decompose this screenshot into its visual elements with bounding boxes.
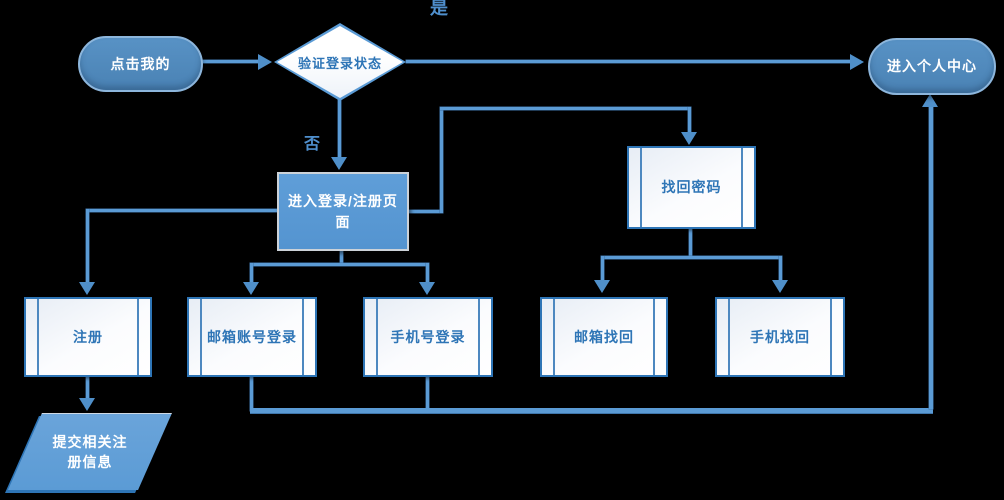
arrowhead-right-icon [258,54,272,70]
connector-login-split-bar [250,263,429,266]
connector-to-phone-login [426,263,429,284]
arrowhead-down-icon [594,280,610,293]
node-label: 进入登录/注册页面 [288,193,398,230]
connector-verify-to-personal-center [406,60,852,63]
connector-login-to-retrieve-3 [440,107,691,110]
connector-login-to-register-1 [87,209,279,212]
arrowhead-down-icon [243,282,259,295]
connector-register-to-submit [86,377,89,400]
node-label: 提交相关注册信息 [52,433,128,470]
arrowhead-up-icon [922,94,938,107]
node-register: 注册 [24,297,152,377]
node-phone-retrieve: 手机找回 [715,297,845,377]
connector-to-email-retrieve [601,256,604,282]
arrowhead-right-icon [850,54,864,70]
node-label: 手机找回 [750,328,810,345]
node-email-login: 邮箱账号登录 [187,297,317,377]
connector-to-phone-retrieve [779,256,782,282]
node-email-retrieve: 邮箱找回 [540,297,668,377]
node-label: 点击我的 [110,55,171,72]
node-personal-center: 进入个人中心 [868,38,996,95]
connector-email-login-down [250,377,253,411]
connector-bottom-bus [250,408,933,413]
connector-login-split-stem [340,251,343,266]
connector-login-to-register-2 [86,209,89,284]
arrowhead-down-icon [681,132,697,145]
node-label: 验证登录状态 [297,55,382,71]
node-phone-login: 手机号登录 [363,297,493,377]
node-label: 找回密码 [661,179,722,196]
edge-label-no: 否 [304,136,322,153]
node-label: 邮箱找回 [574,328,634,345]
connector-login-to-retrieve-1 [409,210,443,213]
arrowhead-down-icon [772,280,788,293]
connector-retrieve-stem [689,229,692,259]
arrowhead-down-icon [79,282,95,295]
connector-verify-to-login-page [338,100,341,158]
node-label: 邮箱账号登录 [207,328,297,345]
arrowhead-down-icon [331,157,347,170]
node-retrieve-password: 找回密码 [627,146,756,229]
connector-login-to-retrieve-4 [688,107,691,133]
node-label: 进入个人中心 [887,58,977,75]
node-verify-login: 验证登录状态 [274,23,406,101]
node-label-wrap: 提交相关注册信息 [8,413,172,490]
arrowhead-down-icon [419,282,435,295]
node-login-register-page: 进入登录/注册页面 [277,172,409,251]
connector-login-to-retrieve-2 [440,107,443,213]
connector-start-to-verify [203,60,263,63]
connector-retrieve-split-bar [601,256,782,259]
node-start: 点击我的 [78,36,203,92]
node-label: 手机号登录 [390,328,466,345]
node-label: 注册 [73,328,103,345]
edge-label-yes: 是 [430,0,449,18]
node-submit-registration: 提交相关注册信息 [5,413,172,493]
arrowhead-down-icon [79,398,95,411]
connector-phone-login-down [426,377,429,411]
connector-right-riser [929,106,933,409]
connector-to-email-login [250,263,253,284]
